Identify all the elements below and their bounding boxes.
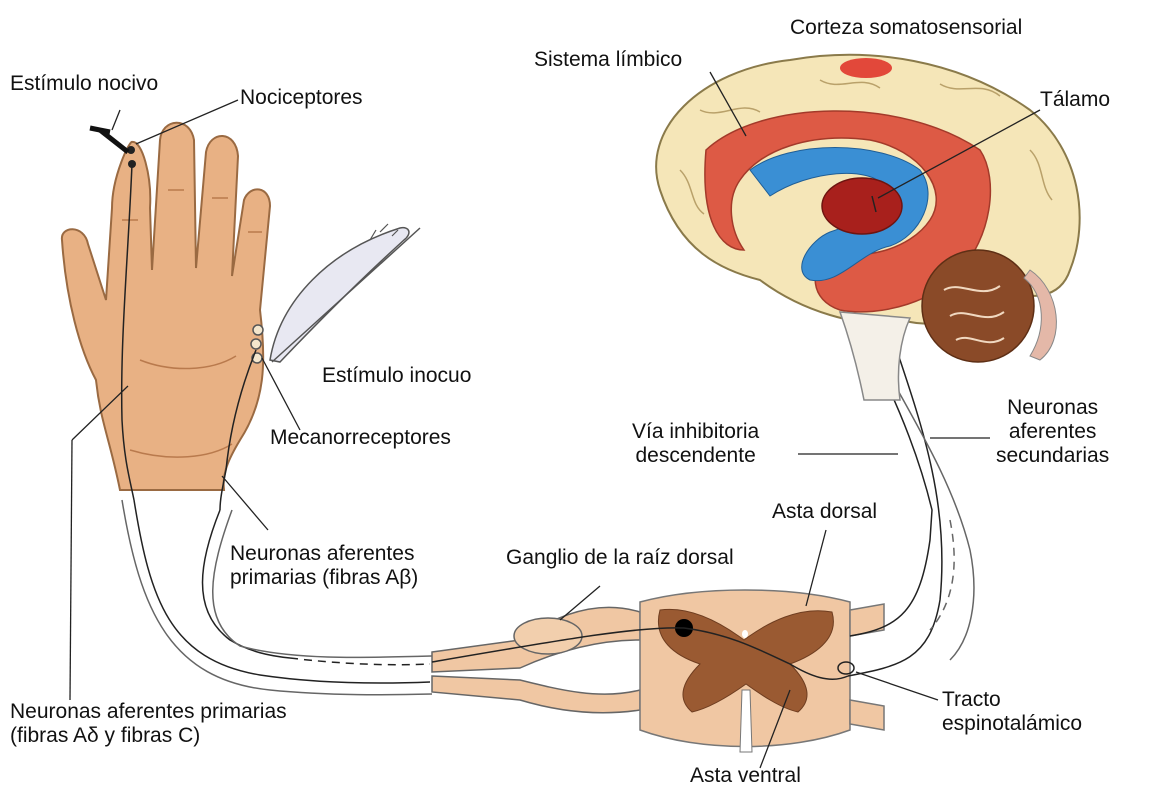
label-secondary-afferent: Neuronas aferentes secundarias — [996, 396, 1109, 468]
label-primary-afferent-adelta-line2: (fibras Aδ y fibras C) — [10, 724, 287, 748]
label-spinothalamic-tract-line1: Tracto — [942, 688, 1082, 712]
spinal-nerve-right — [850, 604, 884, 636]
label-somatosensory-cortex: Corteza somatosensorial — [790, 16, 1022, 40]
dorsal-root-ganglion — [514, 618, 582, 654]
ventral-root — [432, 676, 640, 713]
label-secondary-afferent-line1: Neuronas — [996, 396, 1109, 420]
cerebellum-region — [922, 250, 1034, 362]
adelta-fiber-solid — [134, 500, 430, 683]
label-ventral-horn: Asta ventral — [690, 764, 801, 788]
somatosensory-cortex-region — [840, 58, 892, 78]
thalamus-region — [822, 178, 902, 234]
label-dorsal-horn: Asta dorsal — [772, 500, 877, 524]
mechanoreceptor — [253, 325, 263, 335]
label-descending-inhibitory: Vía inhibitoria descendente — [632, 420, 759, 468]
label-primary-afferent-abeta: Neuronas aferentes primarias (fibras Aβ) — [230, 542, 418, 590]
label-secondary-afferent-line3: secundarias — [996, 444, 1109, 468]
label-primary-afferent-adelta: Neuronas aferentes primarias (fibras Aδ … — [10, 700, 287, 748]
label-spinothalamic-tract: Tracto espinotalámico — [942, 688, 1082, 736]
leader-estimulo-nocivo — [112, 110, 120, 130]
label-innocuous-stimulus: Estímulo inocuo — [322, 364, 471, 388]
label-primary-afferent-abeta-line2: primarias (fibras Aβ) — [230, 566, 418, 590]
label-nociceptors: Nociceptores — [240, 86, 363, 110]
abeta-fiber-dashed — [290, 658, 430, 665]
pin-icon — [90, 128, 128, 152]
label-limbic-system: Sistema límbico — [534, 48, 682, 72]
nerve-sheath — [122, 500, 432, 695]
leader-tracto — [856, 672, 938, 700]
label-spinothalamic-tract-line2: espinotalámico — [942, 712, 1082, 736]
label-noxious-stimulus: Estímulo nocivo — [10, 72, 158, 96]
primary-afferent-nerves — [122, 500, 432, 695]
ventral-fissure — [740, 690, 752, 752]
label-secondary-afferent-line2: aferentes — [996, 420, 1109, 444]
label-primary-afferent-abeta-line1: Neuronas aferentes — [230, 542, 418, 566]
label-thalamus: Tálamo — [1040, 88, 1110, 112]
leader-mecanorreceptores — [262, 358, 300, 430]
brain — [656, 55, 1080, 400]
label-mechanoreceptors: Mecanorreceptores — [270, 426, 451, 450]
label-primary-afferent-adelta-line1: Neuronas aferentes primarias — [10, 700, 287, 724]
hand-silhouette — [62, 123, 270, 490]
label-descending-inhibitory-line2: descendente — [632, 444, 759, 468]
brainstem — [840, 312, 910, 400]
feather-icon — [270, 224, 420, 362]
label-dorsal-root-ganglion: Ganglio de la raíz dorsal — [506, 546, 734, 570]
mechanoreceptor — [251, 339, 261, 349]
leader-aferentes-adelta — [70, 440, 72, 700]
central-canal — [742, 630, 748, 638]
leader-aferentes-abeta — [222, 476, 268, 530]
spinal-cord — [432, 590, 884, 752]
label-descending-inhibitory-line1: Vía inhibitoria — [632, 420, 759, 444]
hand — [62, 123, 270, 510]
spinal-nerve-right — [850, 700, 884, 730]
